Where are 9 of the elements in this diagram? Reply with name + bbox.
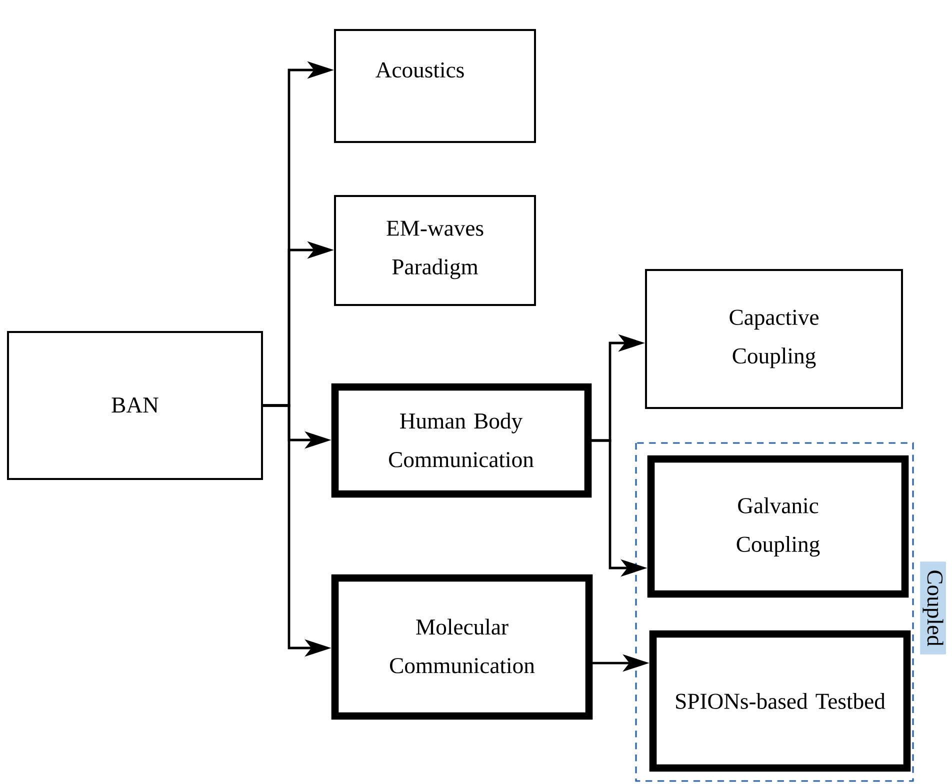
process-box: Galvanic Coupling xyxy=(647,455,909,598)
process-box: Molecular Communication xyxy=(331,574,593,720)
process-box: BAN xyxy=(7,331,263,480)
process-box: EM-waves Paradigm xyxy=(334,195,536,306)
process-box: Human Body Communication xyxy=(331,383,592,498)
process-box: SPIONs-based Testbed xyxy=(649,630,911,772)
process-box: Acoustics xyxy=(334,29,536,143)
process-box: Capactive Coupling xyxy=(645,269,903,409)
node-label: Coupled xyxy=(922,570,944,646)
